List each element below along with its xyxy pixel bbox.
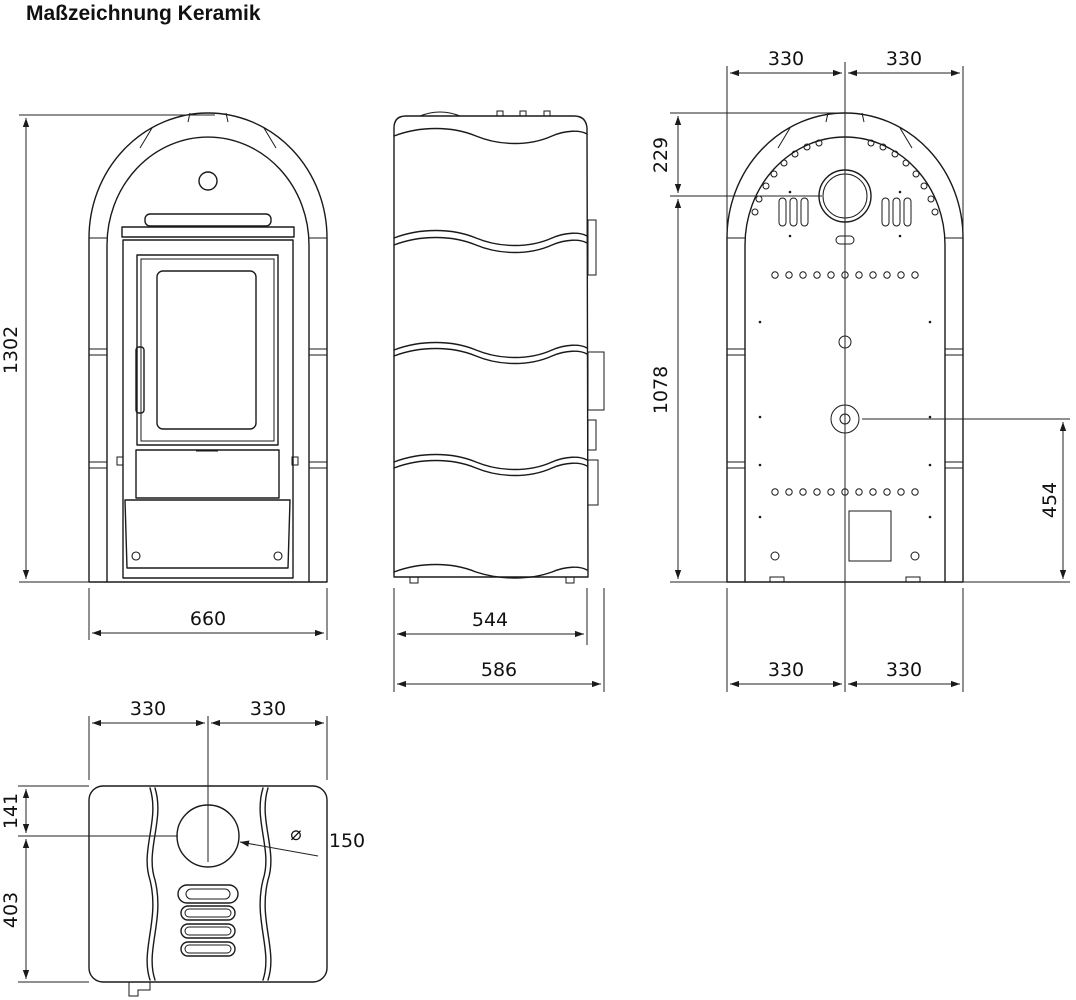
dim-diameter-symbol: ⌀	[290, 823, 301, 845]
dim-back-bottom-right: 330	[886, 659, 922, 681]
side-view	[393, 110, 605, 584]
dim-front-height: 1302	[0, 326, 22, 374]
dim-side-outer: 586	[481, 659, 517, 681]
back-view	[726, 62, 964, 692]
dim-back-bottom-left: 330	[768, 659, 804, 681]
drawing-title: Maßzeichnung Keramik	[26, 2, 261, 25]
dim-top-left: 330	[130, 698, 166, 720]
dim-back-top-left: 330	[768, 48, 804, 70]
dim-back-pipe-height: 1078	[650, 366, 672, 414]
dim-top-pipe-offset: 141	[0, 793, 22, 829]
front-dimensions: 1302 660	[0, 114, 328, 640]
top-dimensions: 330 330 141 403 ⌀ 150	[0, 698, 365, 983]
dim-pipe-diameter: 150	[329, 830, 365, 852]
side-dimensions: 544 586	[393, 588, 605, 692]
dim-back-air-height: 454	[1039, 482, 1061, 518]
dim-top-right: 330	[250, 698, 286, 720]
dim-back-pipe-top: 229	[650, 137, 672, 173]
dim-back-top-right: 330	[886, 48, 922, 70]
dim-top-rest: 403	[0, 892, 22, 928]
dim-front-width: 660	[190, 608, 226, 630]
dim-side-inner: 544	[472, 609, 508, 631]
back-dimensions: 330 330 229 1078 454 330 330	[650, 48, 1070, 692]
front-view	[88, 112, 328, 583]
